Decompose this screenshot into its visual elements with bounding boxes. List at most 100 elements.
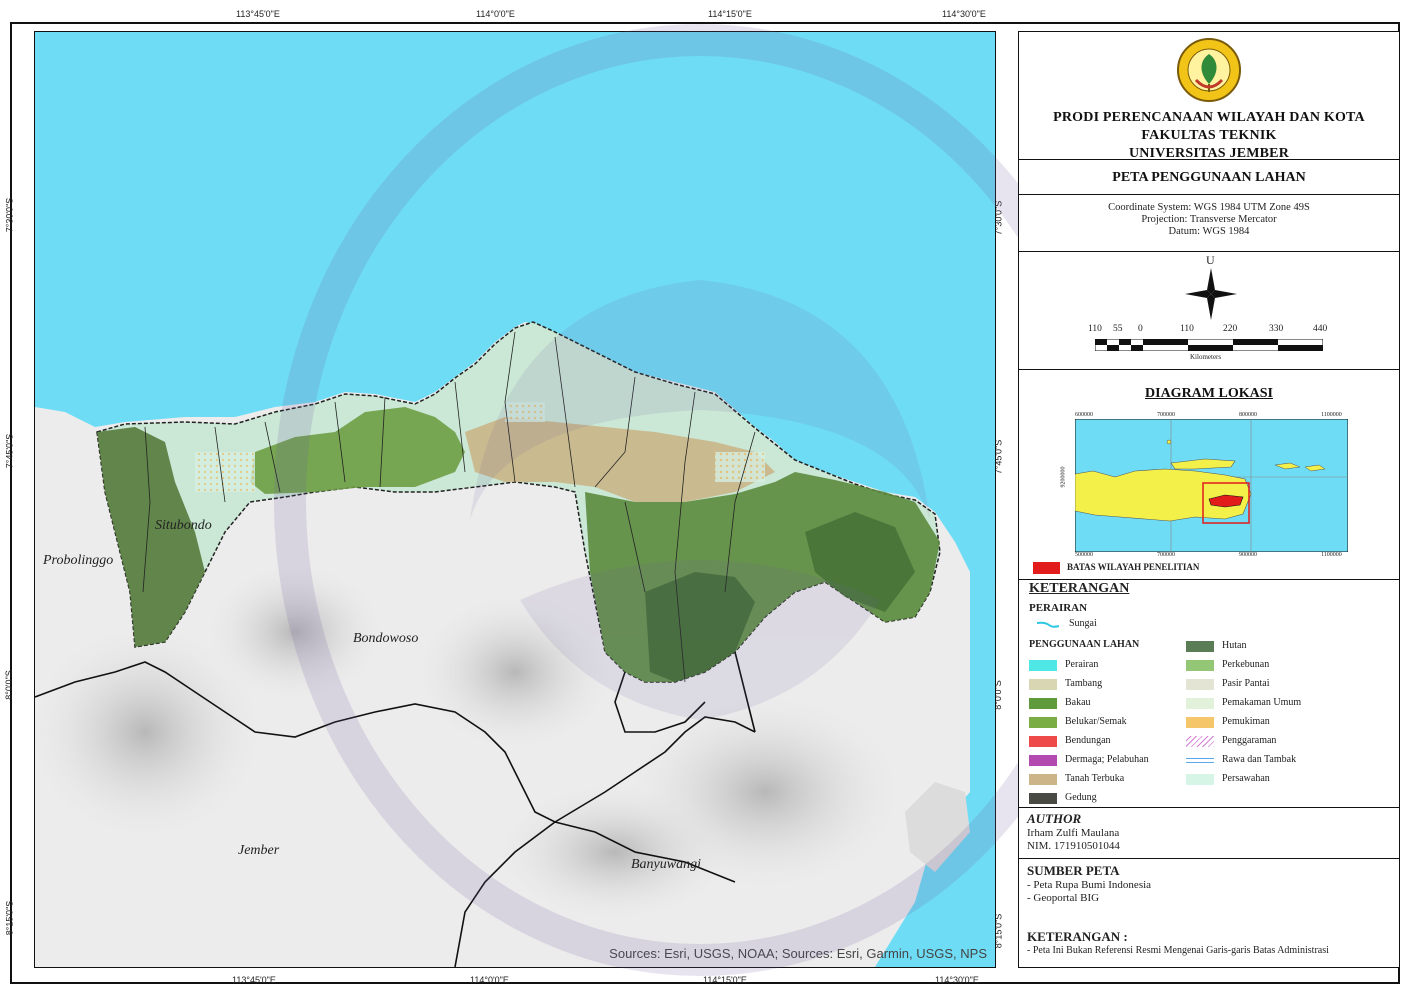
- regency-boundaries: [35, 651, 756, 967]
- author-name: Irham Zulfi Maulana: [1027, 827, 1120, 839]
- map-canvas[interactable]: Situbondo Probolinggo Bondowoso Jember B…: [34, 31, 996, 968]
- projection-block: Coordinate System: WGS 1984 UTM Zone 49S…: [1019, 195, 1399, 252]
- scale-tick-7: 440: [1313, 324, 1328, 334]
- river-symbol-icon: [1037, 621, 1059, 628]
- left-tick-1: 7°30'0"S: [4, 197, 15, 233]
- legend-label: Dermaga; Pelabuhan: [1065, 754, 1149, 765]
- legend-label: Penggaraman: [1222, 735, 1277, 746]
- legend-swatch: [1186, 774, 1214, 785]
- top-tick-4: 114°30'0"E: [942, 9, 986, 19]
- legend-label: Pemukiman: [1222, 716, 1270, 727]
- source-item-2: - Geoportal BIG: [1027, 892, 1100, 904]
- relief-shade: [415, 592, 615, 752]
- location-inset-map: [1075, 419, 1348, 552]
- map-title: PETA PENGGUNAAN LAHAN: [1112, 170, 1306, 185]
- landuse-heading: PENGGUNAAN LAHAN: [1029, 639, 1140, 650]
- island: [905, 782, 970, 872]
- source-heading: SUMBER PETA: [1027, 863, 1120, 878]
- north-scale-block: U 110 55 0 110 220 330 440 Kilometers: [1019, 252, 1399, 370]
- boundary-swatch: [1033, 562, 1060, 574]
- left-tick-2: 7°45'0"S: [4, 433, 15, 469]
- loc-bottom-tick-1: 500000: [1075, 552, 1093, 558]
- location-diagram-title: DIAGRAM LOKASI: [1145, 386, 1273, 401]
- landuse-settlement: [715, 452, 765, 482]
- legend-label: Bakau: [1065, 697, 1091, 708]
- top-tick-3: 114°15'0"E: [708, 9, 752, 19]
- loc-top-tick-2: 700000: [1157, 412, 1175, 418]
- map-sources-credit: Sources: Esri, USGS, NOAA; Sources: Esri…: [609, 946, 987, 961]
- legend-block: KETERANGAN PERAIRAN Sungai PENGGUNAAN LA…: [1019, 580, 1399, 808]
- place-situbondo: Situbondo: [155, 518, 212, 533]
- source-item-1: - Peta Rupa Bumi Indonesia: [1027, 879, 1152, 891]
- scale-tick-2: 55: [1113, 324, 1123, 334]
- legend-panel: PRODI PERENCANAAN WILAYAH DAN KOTA FAKUL…: [1018, 31, 1400, 968]
- waters-heading: PERAIRAN: [1029, 602, 1088, 614]
- loc-bottom-tick-2: 700000: [1157, 552, 1175, 558]
- loc-top-tick-1: 600000: [1075, 412, 1093, 418]
- landuse-forest: [97, 427, 205, 647]
- source-block: SUMBER PETA - Peta Rupa Bumi Indonesia -…: [1019, 859, 1399, 967]
- top-tick-1: 113°45'0"E: [236, 9, 280, 19]
- author-block: AUTHOR Irham Zulfi Maulana NIM. 17191050…: [1019, 808, 1399, 859]
- datum: Datum: WGS 1984: [1168, 226, 1250, 237]
- north-arrow-icon: [1185, 268, 1237, 320]
- legend-title: KETERANGAN: [1029, 581, 1130, 596]
- legend-label: Persawahan: [1222, 773, 1270, 784]
- legend-swatch: [1029, 660, 1057, 671]
- river-label: Sungai: [1069, 618, 1097, 629]
- bottom-tick-2: 114°0'0"E: [470, 975, 509, 985]
- landuse-shrub: [250, 407, 465, 494]
- legend-label: Bendungan: [1065, 735, 1111, 746]
- place-banyuwangi: Banyuwangi: [631, 857, 701, 872]
- legend-swatch: [1029, 755, 1057, 766]
- legend-label: Perkebunan: [1222, 659, 1270, 670]
- scale-tick-5: 220: [1223, 324, 1238, 334]
- legend-label: Tanah Terbuka: [1065, 773, 1125, 784]
- legend-label: Pemakaman Umum: [1222, 697, 1302, 708]
- landuse-dense-forest: [805, 512, 915, 612]
- legend-swatch: [1029, 717, 1057, 728]
- loc-top-tick-4: 1100000: [1321, 412, 1342, 418]
- legend-label: Rawa dan Tambak: [1222, 754, 1297, 765]
- loc-bottom-tick-4: 1100000: [1321, 552, 1342, 558]
- author-nim: NIM. 171910501044: [1027, 840, 1120, 852]
- relief-shade: [205, 562, 385, 702]
- institution-line-3: UNIVERSITAS JEMBER: [1128, 146, 1290, 161]
- legend-swatch: [1186, 679, 1214, 690]
- map-title-block: PETA PENGGUNAAN LAHAN: [1019, 160, 1399, 195]
- legend-swatch: [1029, 793, 1057, 804]
- scale-tick-1: 110: [1088, 324, 1102, 334]
- coordinate-system: Coordinate System: WGS 1984 UTM Zone 49S: [1108, 202, 1310, 213]
- institution-line-2: FAKULTAS TEKNIK: [1141, 128, 1277, 143]
- legend-label: Perairan: [1065, 659, 1099, 670]
- loc-side-tick: 9200000: [1060, 466, 1067, 488]
- note-heading: KETERANGAN :: [1027, 929, 1128, 944]
- institution-line-1: PRODI PERENCANAAN WILAYAH DAN KOTA: [1053, 110, 1365, 125]
- legend-label: Hutan: [1222, 640, 1247, 651]
- landuse-bare: [465, 417, 775, 502]
- note-text: - Peta Ini Bukan Referensi Resmi Mengena…: [1027, 945, 1329, 956]
- place-jember: Jember: [238, 843, 280, 858]
- north-letter: U: [1206, 253, 1215, 267]
- place-probolinggo: Probolinggo: [42, 553, 113, 568]
- place-bondowoso: Bondowoso: [353, 631, 418, 646]
- legend-swatch: [1029, 736, 1057, 747]
- landuse-settlement: [195, 452, 255, 492]
- bottom-tick-3: 114°15'0"E: [703, 975, 747, 985]
- landuse-dense-forest: [645, 572, 755, 682]
- left-tick-4: 8°15'0"S: [4, 900, 15, 936]
- legend-swatch: [1029, 698, 1057, 709]
- top-tick-2: 114°0'0"E: [476, 9, 515, 19]
- legend-label: Belukar/Semak: [1065, 716, 1127, 727]
- projection-name: Projection: Transverse Mercator: [1141, 214, 1277, 225]
- legend-label: Pasir Pantai: [1222, 678, 1270, 689]
- legend-label: Gedung: [1065, 792, 1097, 803]
- scale-bar: [1095, 339, 1323, 351]
- legend-swatch: [1186, 755, 1214, 766]
- university-logo-icon: [1177, 38, 1241, 102]
- legend-swatch: [1186, 717, 1214, 728]
- legend-swatch: [1186, 641, 1214, 652]
- district-lines: [142, 331, 756, 683]
- legend-swatch: [1029, 774, 1057, 785]
- loc-bottom-tick-3: 900000: [1239, 552, 1257, 558]
